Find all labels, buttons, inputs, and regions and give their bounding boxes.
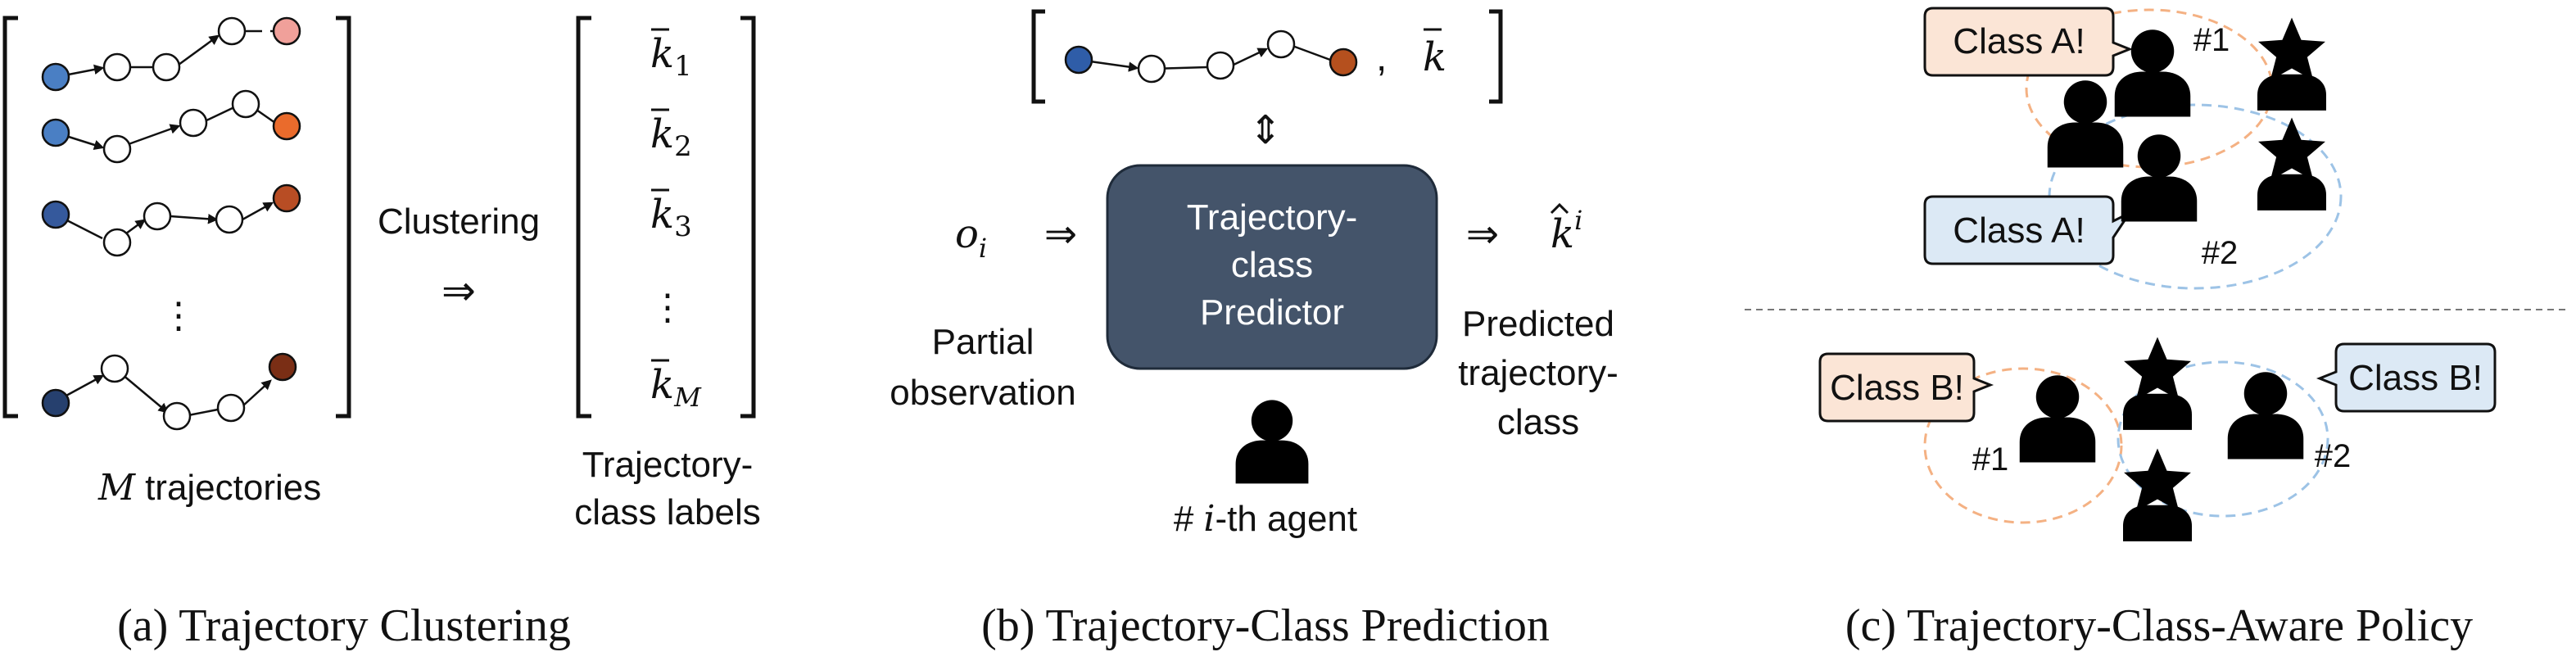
star-agent-icon	[2123, 448, 2192, 541]
right-bracket-labels	[740, 16, 756, 419]
predicted-line1: Predicted	[1462, 304, 1614, 344]
predictor-line2: class	[1231, 245, 1313, 285]
star-agent-icon	[2257, 17, 2326, 111]
traj-2-start	[41, 118, 70, 147]
traj-4-end	[268, 352, 297, 382]
updown-arrow: ⇕	[1249, 109, 1282, 152]
k-bar-b: k	[1423, 34, 1446, 80]
k-hat-i: ki	[1550, 202, 1582, 257]
bracket-right-b	[1489, 9, 1503, 104]
agent-icon	[2047, 80, 2124, 168]
panel-c: Class A! Class A! #1 #2 Class B! Class B…	[1745, 7, 2570, 651]
label-k1: k1	[650, 28, 692, 83]
agent-2-icon	[2227, 372, 2304, 459]
input-arrow: ⇒	[1044, 213, 1077, 256]
right-bracket-a	[336, 16, 351, 419]
trajectory-4	[41, 352, 297, 431]
predicted-line3: class	[1497, 402, 1579, 442]
svg-text:k3: k3	[650, 192, 692, 243]
left-bracket-labels	[576, 16, 591, 419]
agent-2-icon	[2121, 134, 2198, 222]
star-agent-icon	[2123, 337, 2192, 430]
label-k3: k3	[650, 188, 692, 243]
sample-end	[1329, 48, 1358, 77]
label-km: kM	[650, 359, 702, 413]
vdots-labels: ⋮	[650, 287, 686, 328]
class-b-text-1: Class B!	[1830, 368, 1964, 408]
class-b-text-2: Class B!	[2348, 358, 2483, 398]
sample-start	[1064, 45, 1093, 75]
labels-caption-line1: Trajectory-	[582, 445, 754, 485]
traj-4-start	[41, 388, 70, 418]
tag-bottom-2: #2	[2315, 438, 2352, 474]
speech-bubble-bottom-1: Class B!	[1818, 352, 1994, 423]
speech-bubble-bottom-2: Class B!	[2316, 342, 2497, 413]
traj-1-start	[41, 62, 70, 92]
tag-top-2: #2	[2202, 235, 2239, 271]
traj-3-end	[272, 183, 301, 213]
predictor-line3: Predictor	[1200, 292, 1344, 333]
caption-b: (b) Trajectory-Class Prediction	[981, 600, 1550, 651]
class-a-text-2: Class A!	[1953, 211, 2085, 251]
partial-line2: observation	[890, 373, 1075, 413]
star-agent-icon	[2257, 117, 2326, 211]
bracket-left-b	[1031, 9, 1045, 104]
left-bracket-a	[2, 16, 18, 419]
sample-trajectory	[1064, 29, 1358, 84]
caption-c: (c) Trajectory-Class-Aware Policy	[1845, 600, 2473, 651]
label-k2: k2	[650, 108, 692, 163]
traj-3-start	[41, 200, 70, 229]
svg-text:ki: ki	[1551, 205, 1582, 257]
speech-bubble-top-2: Class A!	[1923, 195, 2134, 265]
trajectory-3	[41, 183, 301, 257]
output-arrow: ⇒	[1466, 213, 1499, 256]
agent-1-icon	[2114, 29, 2191, 117]
traj-2-end	[272, 111, 301, 141]
traj-1-end	[272, 16, 301, 46]
ellipse-bottom-orange	[1923, 367, 2123, 524]
predictor-line1: Trajectory-	[1187, 197, 1358, 238]
trajectory-1	[41, 16, 301, 92]
ellipse-bottom-blue	[2116, 360, 2329, 518]
clustering-arrow: ⇒	[441, 268, 476, 314]
agent-person-icon	[1235, 400, 1309, 484]
clustering-label: Clustering	[378, 201, 540, 242]
o-i-symbol: oi	[955, 211, 987, 264]
comma: ,	[1376, 36, 1387, 79]
class-a-text-1: Class A!	[1953, 21, 2085, 61]
agent-1-icon	[2019, 375, 2096, 463]
speech-bubble-top-1: Class A!	[1923, 7, 2134, 77]
trajectory-2	[41, 89, 301, 164]
svg-text:k2: k2	[650, 111, 692, 163]
predicted-line2: trajectory-	[1458, 353, 1618, 393]
partial-line1: Partial	[932, 322, 1034, 362]
panel-b: , k ⇕ Trajectory- class Predictor oi ⇒ ⇒…	[890, 9, 1618, 651]
agent-label: #i-th agent	[1174, 498, 1357, 540]
svg-text:kM: kM	[650, 362, 702, 413]
caption-a: (a) Trajectory Clustering	[117, 600, 571, 651]
labels-caption-line2: class labels	[574, 492, 760, 532]
vdots-a: ⋮	[161, 296, 197, 336]
svg-text:k1: k1	[650, 31, 692, 83]
tag-top-1: #1	[2193, 22, 2230, 58]
tag-bottom-1: #1	[1972, 441, 2009, 478]
predictor-box	[1106, 164, 1438, 370]
